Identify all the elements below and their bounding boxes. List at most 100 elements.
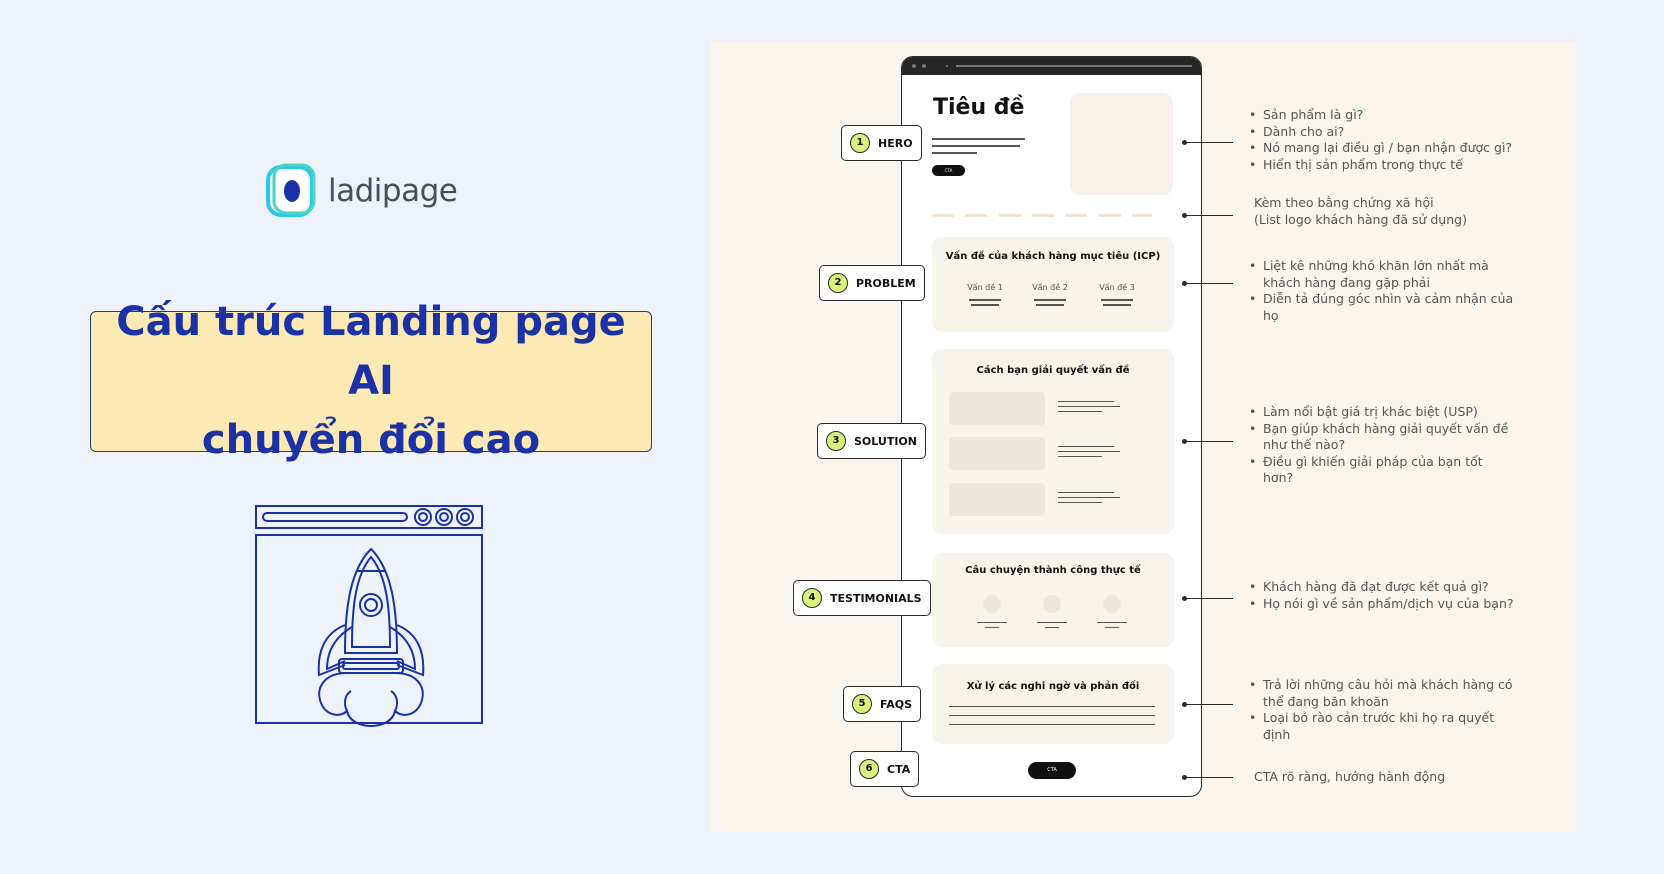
faqs-card: Xử lý các nghi ngờ và phản đối xyxy=(932,664,1174,744)
connector-line xyxy=(1185,142,1233,143)
section-number: 4 xyxy=(802,588,822,608)
title-line-2: chuyển đổi cao xyxy=(201,417,541,463)
testimonials-title: Câu chuyện thành công thực tế xyxy=(965,565,1141,576)
ladipage-logo: ladipage xyxy=(266,163,458,219)
title-line-1: Cấu trúc Landing page AI xyxy=(116,299,626,404)
faq-line xyxy=(949,724,1155,725)
note-item: Họ nói gì về sản phẩm/dịch vụ của bạn? xyxy=(1249,596,1569,613)
section-tag-hero: 1 HERO xyxy=(841,125,922,161)
connector-dot xyxy=(1182,775,1187,780)
problem-item: Vấn đề 3 xyxy=(1099,283,1135,292)
solution-card: Cách bạn giải quyết vấn đề xyxy=(932,349,1174,534)
testimonial-line xyxy=(977,622,1007,623)
logo-strip-dash xyxy=(932,214,954,217)
connector-dot xyxy=(1182,439,1187,444)
section-label: CTA xyxy=(887,762,911,776)
note-item: Nó mang lại điều gì / bạn nhận được gì? xyxy=(1249,140,1569,157)
testimonial-line xyxy=(1045,627,1059,628)
section-tag-problem: 2 PROBLEM xyxy=(819,265,925,301)
testimonials-card: Câu chuyện thành công thực tế xyxy=(932,553,1174,647)
connector-line xyxy=(1185,777,1233,778)
faq-line xyxy=(949,706,1155,707)
landing-page-wireframe: Tiêu đề CTA Vấn đề của khách hàng mục ti… xyxy=(901,56,1202,797)
note-hero: Sản phẩm là gì? Dành cho ai? Nó mang lại… xyxy=(1249,107,1569,173)
connector-dot xyxy=(1182,281,1187,286)
hero-text-line xyxy=(932,138,1025,140)
section-tag-testimonials: 4 TESTIMONIALS xyxy=(793,580,931,616)
note-line: Kèm theo bằng chứng xã hội xyxy=(1254,195,1434,210)
problem-item: Vấn đề 2 xyxy=(1032,283,1068,292)
note-item: Liệt kê những khó khăn lớn nhất mà khách… xyxy=(1249,258,1529,291)
solution-line xyxy=(1058,446,1114,447)
note-item: Loại bỏ rào cản trước khi họ ra quyết đị… xyxy=(1249,710,1519,743)
note-solution: Làm nổi bật giá trị khác biệt (USP) Bạn … xyxy=(1249,404,1509,487)
connector-dot xyxy=(1182,702,1187,707)
section-label: FAQS xyxy=(880,697,913,711)
section-number: 3 xyxy=(826,431,846,451)
logo-strip-dash xyxy=(999,214,1021,217)
avatar xyxy=(1043,595,1061,613)
solution-image-block xyxy=(949,483,1045,516)
connector-line xyxy=(1185,215,1233,216)
testimonial-line xyxy=(1105,627,1119,628)
window-dot-icon xyxy=(946,65,948,67)
problem-card: Vấn đề của khách hàng mục tiêu (ICP) Vấn… xyxy=(932,237,1174,332)
logo-strip-dash xyxy=(1065,214,1087,217)
connector-dot xyxy=(1182,596,1187,601)
section-tag-solution: 3 SOLUTION xyxy=(817,423,926,459)
note-item: Trả lời những câu hỏi mà khách hàng có t… xyxy=(1249,677,1519,710)
hero-image-placeholder xyxy=(1070,93,1173,195)
section-tag-cta: 6 CTA xyxy=(850,751,920,787)
hero-title: Tiêu đề xyxy=(933,95,1025,120)
testimonial-line xyxy=(1097,622,1127,623)
note-item: Diễn tả đúng góc nhìn và cảm nhận của họ xyxy=(1249,291,1529,324)
section-label: SOLUTION xyxy=(854,434,917,448)
solution-line xyxy=(1058,497,1120,498)
note-item: Khách hàng đã đạt được kết quả gì? xyxy=(1249,579,1569,596)
problem-line xyxy=(1101,299,1133,301)
avatar xyxy=(1103,595,1121,613)
problem-line xyxy=(969,299,1001,301)
note-line: (List logo khách hàng đã sử dụng) xyxy=(1254,211,1467,227)
solution-image-block xyxy=(949,437,1045,470)
window-dot-icon xyxy=(922,64,926,68)
section-number: 6 xyxy=(859,759,879,779)
logo-strip-dash xyxy=(1099,214,1121,217)
browser-bar xyxy=(902,57,1201,75)
solution-line xyxy=(1058,456,1102,457)
note-item: Bạn giúp khách hàng giải quyết vấn đề nh… xyxy=(1249,421,1509,454)
url-bar xyxy=(956,65,1192,67)
note-item: Hiển thị sản phẩm trong thực tế xyxy=(1249,157,1569,174)
section-number: 5 xyxy=(852,694,872,714)
ladipage-logo-icon xyxy=(266,163,316,217)
problem-line xyxy=(971,304,999,306)
section-tag-faqs: 5 FAQS xyxy=(843,686,922,722)
window-dot-icon xyxy=(912,64,916,68)
solution-line xyxy=(1058,492,1114,493)
hero-text-line xyxy=(932,152,977,154)
rocket-launch-window-icon xyxy=(255,505,483,727)
hero-text-line xyxy=(932,145,1020,147)
page-title: Cấu trúc Landing page AI chuyển đổi cao xyxy=(91,293,651,470)
connector-line xyxy=(1185,598,1233,599)
logo-strip-dash xyxy=(1132,214,1152,217)
solution-line xyxy=(1058,401,1114,402)
solution-line xyxy=(1058,406,1120,407)
title-box: Cấu trúc Landing page AI chuyển đổi cao xyxy=(90,299,652,463)
note-item: Dành cho ai? xyxy=(1249,124,1569,141)
section-number: 1 xyxy=(850,133,870,153)
logo-text: ladipage xyxy=(328,173,458,209)
solution-line xyxy=(1058,411,1102,412)
faqs-title: Xử lý các nghi ngờ và phản đối xyxy=(966,681,1140,692)
solution-title: Cách bạn giải quyết vấn đề xyxy=(976,365,1130,376)
logo-strip-dash xyxy=(965,214,987,217)
note-testimonials: Khách hàng đã đạt được kết quả gì? Họ nó… xyxy=(1249,579,1569,612)
note-cta: CTA rõ ràng, hướng hành động xyxy=(1254,769,1446,784)
note-social-proof: Kèm theo bằng chứng xã hội (List logo kh… xyxy=(1254,195,1574,228)
solution-line xyxy=(1058,451,1120,452)
problem-line xyxy=(1034,299,1066,301)
note-item: Làm nổi bật giá trị khác biệt (USP) xyxy=(1249,404,1509,421)
connector-line xyxy=(1185,704,1233,705)
note-item: Điều gì khiến giải pháp của bạn tốt hơn? xyxy=(1249,454,1509,487)
note-item: Sản phẩm là gì? xyxy=(1249,107,1569,124)
